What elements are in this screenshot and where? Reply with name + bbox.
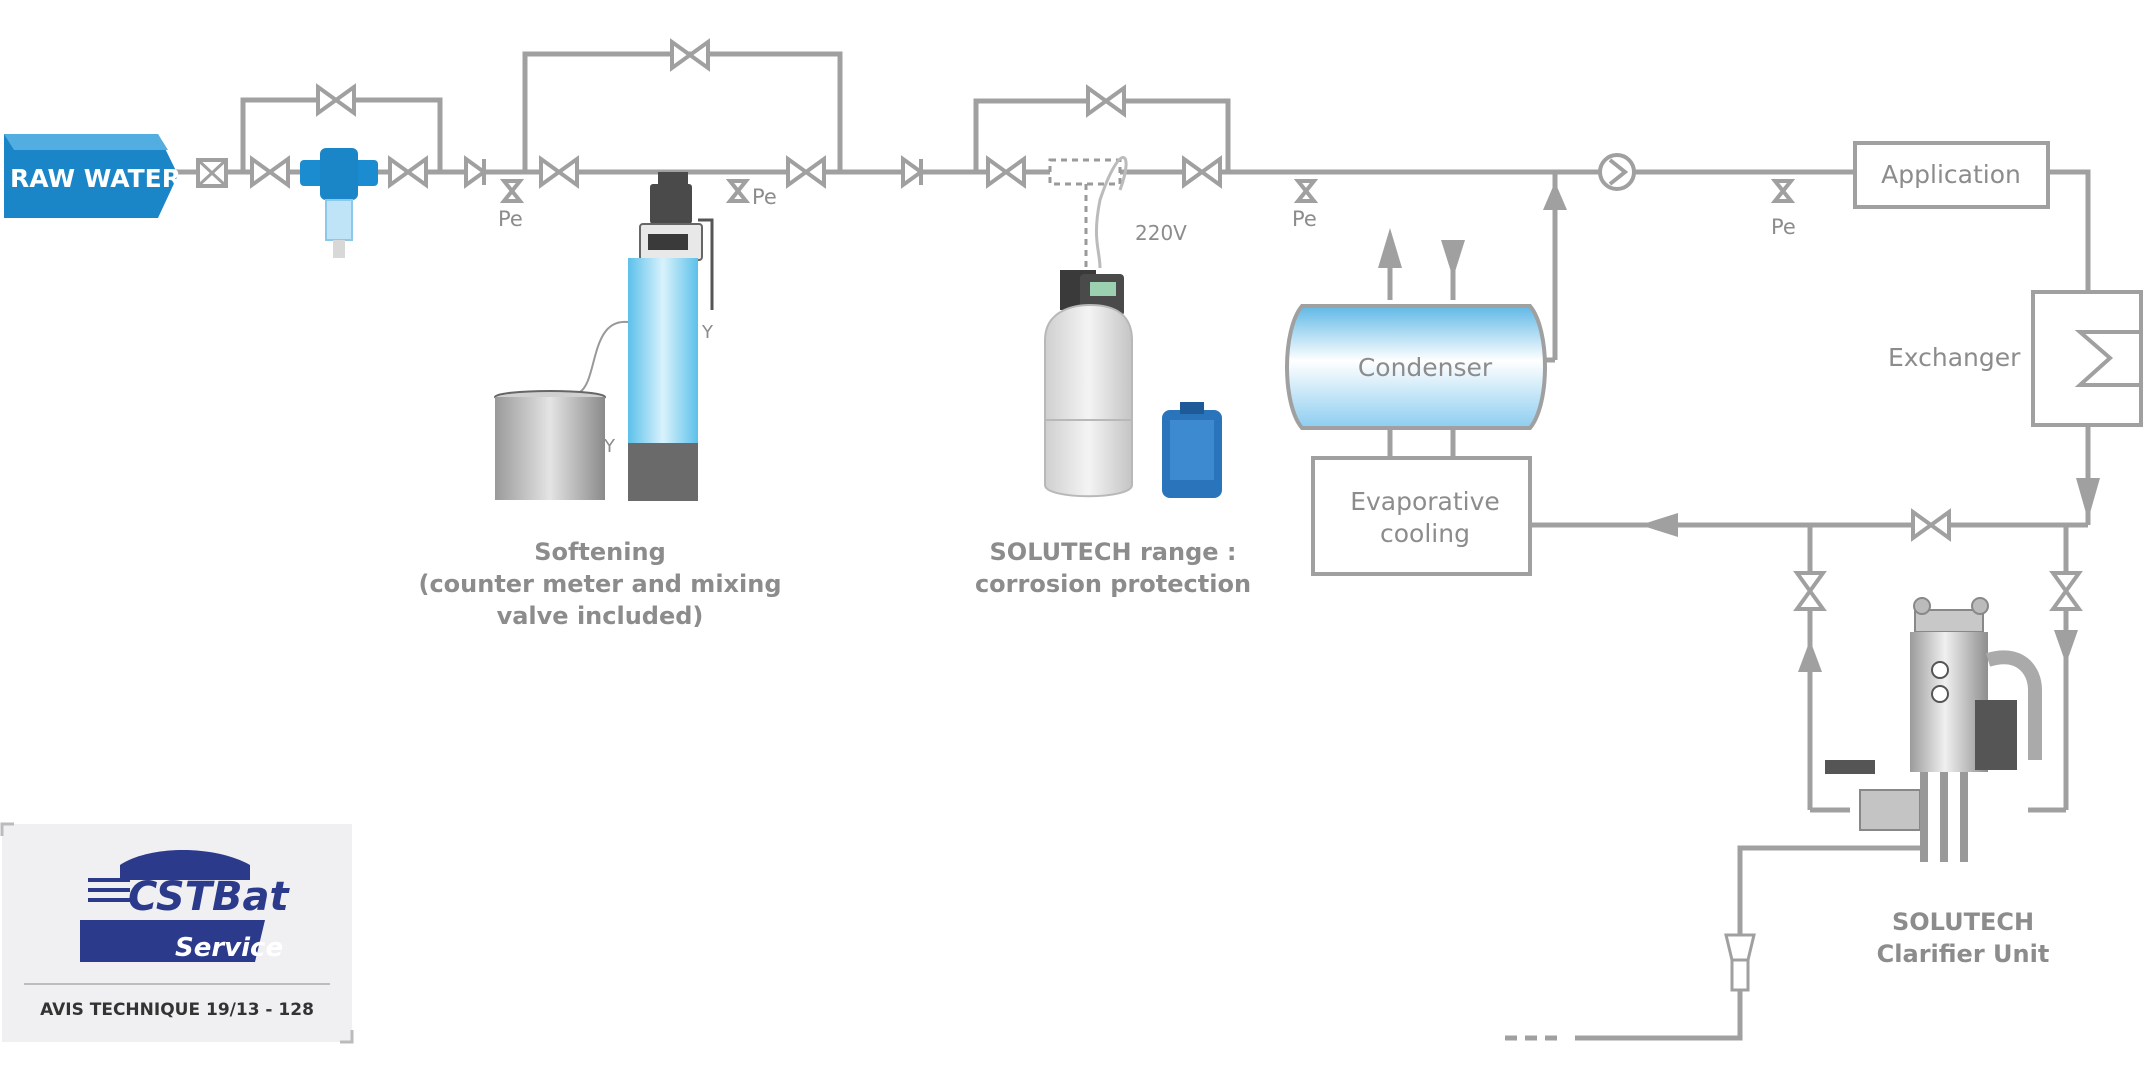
arrow-left-icon	[1640, 513, 1678, 537]
svg-text:valve included): valve included)	[497, 602, 704, 630]
avis-technique-label: AVIS TECHNIQUE 19/13 - 128	[40, 1000, 314, 1020]
softening-caption: Softening (counter meter and mixing valv…	[418, 538, 781, 630]
sample-valve-icon	[1770, 179, 1796, 203]
pe-label: Pe	[1771, 215, 1796, 239]
gate-valve-icon	[1182, 155, 1222, 189]
svg-text:SOLUTECH: SOLUTECH	[1892, 908, 2034, 936]
gate-valve-icon	[986, 155, 1026, 189]
evaporative-cooling-box: Evaporative cooling	[1311, 456, 1532, 576]
sample-valve-icon	[725, 179, 751, 203]
gate-valve-icon	[1911, 508, 1951, 542]
cstbat-service: Service	[175, 933, 283, 963]
raw-water-label: RAW WATER	[10, 164, 181, 193]
arrow-up-icon	[1543, 182, 1567, 210]
pe-label: Pe	[1292, 207, 1317, 231]
svg-text:Softening: Softening	[534, 538, 666, 566]
application-box: Application	[1853, 141, 2050, 209]
strainer-valve-icon	[196, 158, 228, 188]
sediment-filter-icon	[300, 148, 378, 258]
arrow-down-icon	[1441, 240, 1465, 278]
cstbat-brand: CSTBat	[128, 874, 291, 920]
solutech-range-caption: SOLUTECH range : corrosion protection	[975, 538, 1251, 598]
pump-icon	[1598, 153, 1636, 191]
svg-text:Clarifier Unit: Clarifier Unit	[1877, 940, 2050, 968]
arrow-down-icon	[2076, 478, 2100, 520]
svg-text:(counter meter and mixing: (counter meter and mixing	[418, 570, 781, 598]
gate-valve-icon	[250, 155, 290, 189]
sample-valve-icon	[499, 179, 525, 203]
y-mark: Y	[603, 436, 616, 457]
gate-valve-icon	[1086, 84, 1126, 118]
clarifier-caption: SOLUTECH Clarifier Unit	[1877, 908, 2050, 968]
exchanger: Exchanger	[1888, 290, 2143, 427]
y-mark: Y	[701, 322, 714, 343]
softener-unit: Y Y	[494, 172, 714, 501]
voltage-label: 220V	[1135, 221, 1187, 245]
cstbat-certification-badge: CSTBat Service AVIS TECHNIQUE 19/13 - 12…	[0, 822, 354, 1044]
condenser: Condenser	[1285, 304, 1547, 430]
sample-points: Pe Pe Pe Pe	[498, 179, 1796, 239]
arrow-down-icon	[2054, 630, 2078, 664]
gate-valve-icon	[670, 38, 710, 72]
valves	[250, 38, 2083, 611]
svg-text:cooling: cooling	[1380, 519, 1470, 548]
dosing-unit: 220V	[1044, 156, 1222, 498]
raw-water-badge: RAW WATER	[4, 134, 181, 218]
sample-valve-icon	[1293, 179, 1319, 203]
svg-text:Evaporative: Evaporative	[1350, 487, 1500, 516]
svg-text:corrosion protection: corrosion protection	[975, 570, 1251, 598]
cstbat-logo: CSTBat Service	[80, 850, 291, 963]
clarifier-unit	[1825, 597, 2042, 862]
pe-label: Pe	[498, 207, 523, 231]
drain-funnel-icon	[1724, 933, 1756, 992]
flow-arrows	[1378, 182, 2100, 672]
check-valve-icon	[464, 155, 488, 189]
gate-valve-icon	[388, 155, 428, 189]
gate-valve-icon	[539, 155, 579, 189]
gate-valve-icon	[316, 83, 356, 117]
svg-text:Application: Application	[1881, 160, 2021, 189]
check-valve-icon	[901, 155, 925, 189]
gate-valve-icon	[1793, 571, 1827, 611]
exchanger-label: Exchanger	[1888, 343, 2021, 372]
gate-valve-icon	[2049, 571, 2083, 611]
gate-valve-icon	[786, 155, 826, 189]
condenser-label: Condenser	[1358, 353, 1493, 382]
arrow-up-icon	[1798, 640, 1822, 672]
arrow-up-icon	[1378, 228, 1402, 268]
pe-label: Pe	[752, 185, 777, 209]
svg-text:SOLUTECH range :: SOLUTECH range :	[990, 538, 1237, 566]
